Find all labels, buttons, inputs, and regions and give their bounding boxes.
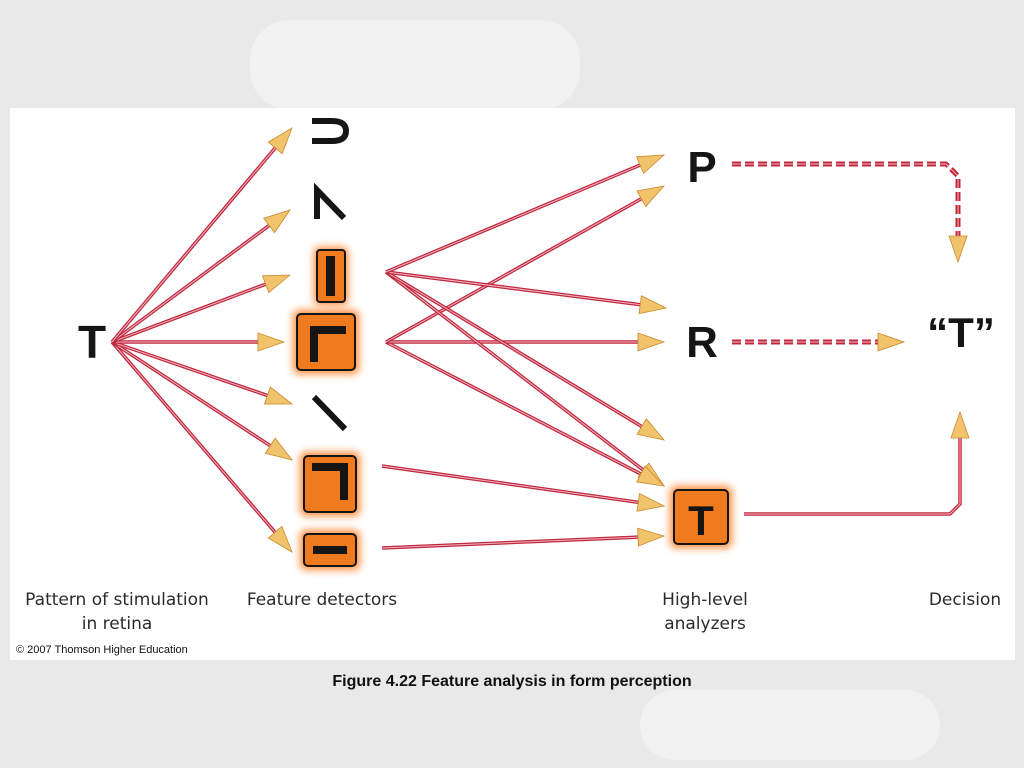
arrow-highlight (111, 341, 270, 397)
analyzer-t: T (688, 497, 714, 544)
feature-detector-diagonal-line (311, 394, 348, 432)
label-feature-detectors: Feature detectors (246, 590, 398, 610)
arrowhead (950, 410, 970, 439)
arrow-highlight (732, 163, 959, 238)
dashed-connection-arrow (732, 161, 961, 238)
arrowhead (637, 332, 666, 352)
background-shape (250, 20, 580, 110)
background-shape (640, 690, 940, 760)
arrow-highlight (385, 197, 644, 343)
arrowhead (636, 465, 666, 487)
arrowhead (263, 209, 291, 234)
arrowhead (267, 525, 293, 553)
feature-detector-corner-bottom-left[interactable] (293, 310, 359, 374)
arrow-highlight (385, 341, 643, 476)
copyright-notice: © 2007 Thomson Higher Education (16, 644, 188, 656)
analyzer-t-highlight[interactable]: T (670, 486, 732, 548)
arrow-highlight (111, 146, 277, 343)
arrow-highlight (111, 282, 268, 343)
arrow-highlight (111, 341, 277, 535)
arrow-highlight (385, 271, 644, 429)
arrowhead (877, 332, 906, 352)
arrowhead (635, 154, 666, 175)
analyzer-p: P (687, 143, 716, 192)
feature-detector-corner-top-right[interactable] (300, 452, 360, 516)
arrow-highlight (744, 436, 961, 515)
arrow-highlight (381, 465, 641, 504)
arrow-highlight (111, 341, 273, 448)
label-decision: Decision (928, 590, 1002, 610)
arrowhead (638, 295, 668, 315)
stimulus-letter: T (78, 316, 106, 368)
analyzer-r: R (686, 318, 718, 367)
arrowhead (264, 437, 294, 461)
arrow-highlight (111, 223, 272, 343)
feature-detector-curve (312, 118, 350, 144)
arrowhead (257, 332, 286, 352)
arrowhead (636, 185, 666, 208)
arrowhead (636, 418, 666, 441)
decision-output: “T” (927, 309, 995, 356)
feature-detector-angle (314, 182, 347, 221)
arrowhead (261, 274, 292, 294)
arrowhead (948, 235, 968, 264)
arrow-highlight (381, 536, 641, 549)
figure-caption: Figure 4.22 Feature analysis in form per… (332, 673, 692, 690)
arrowhead (637, 527, 666, 547)
arrow-highlight (385, 271, 643, 306)
feature-detector-horizontal-line[interactable] (300, 530, 360, 570)
feature-detector-vertical-line[interactable] (314, 247, 348, 305)
arrowhead (263, 386, 294, 405)
arrowhead (636, 492, 666, 512)
arrowhead (267, 127, 293, 155)
connection-arrow (744, 436, 962, 516)
connection-arrows (110, 127, 970, 553)
arrow-highlight (385, 271, 646, 472)
arrow-highlight (385, 163, 643, 273)
